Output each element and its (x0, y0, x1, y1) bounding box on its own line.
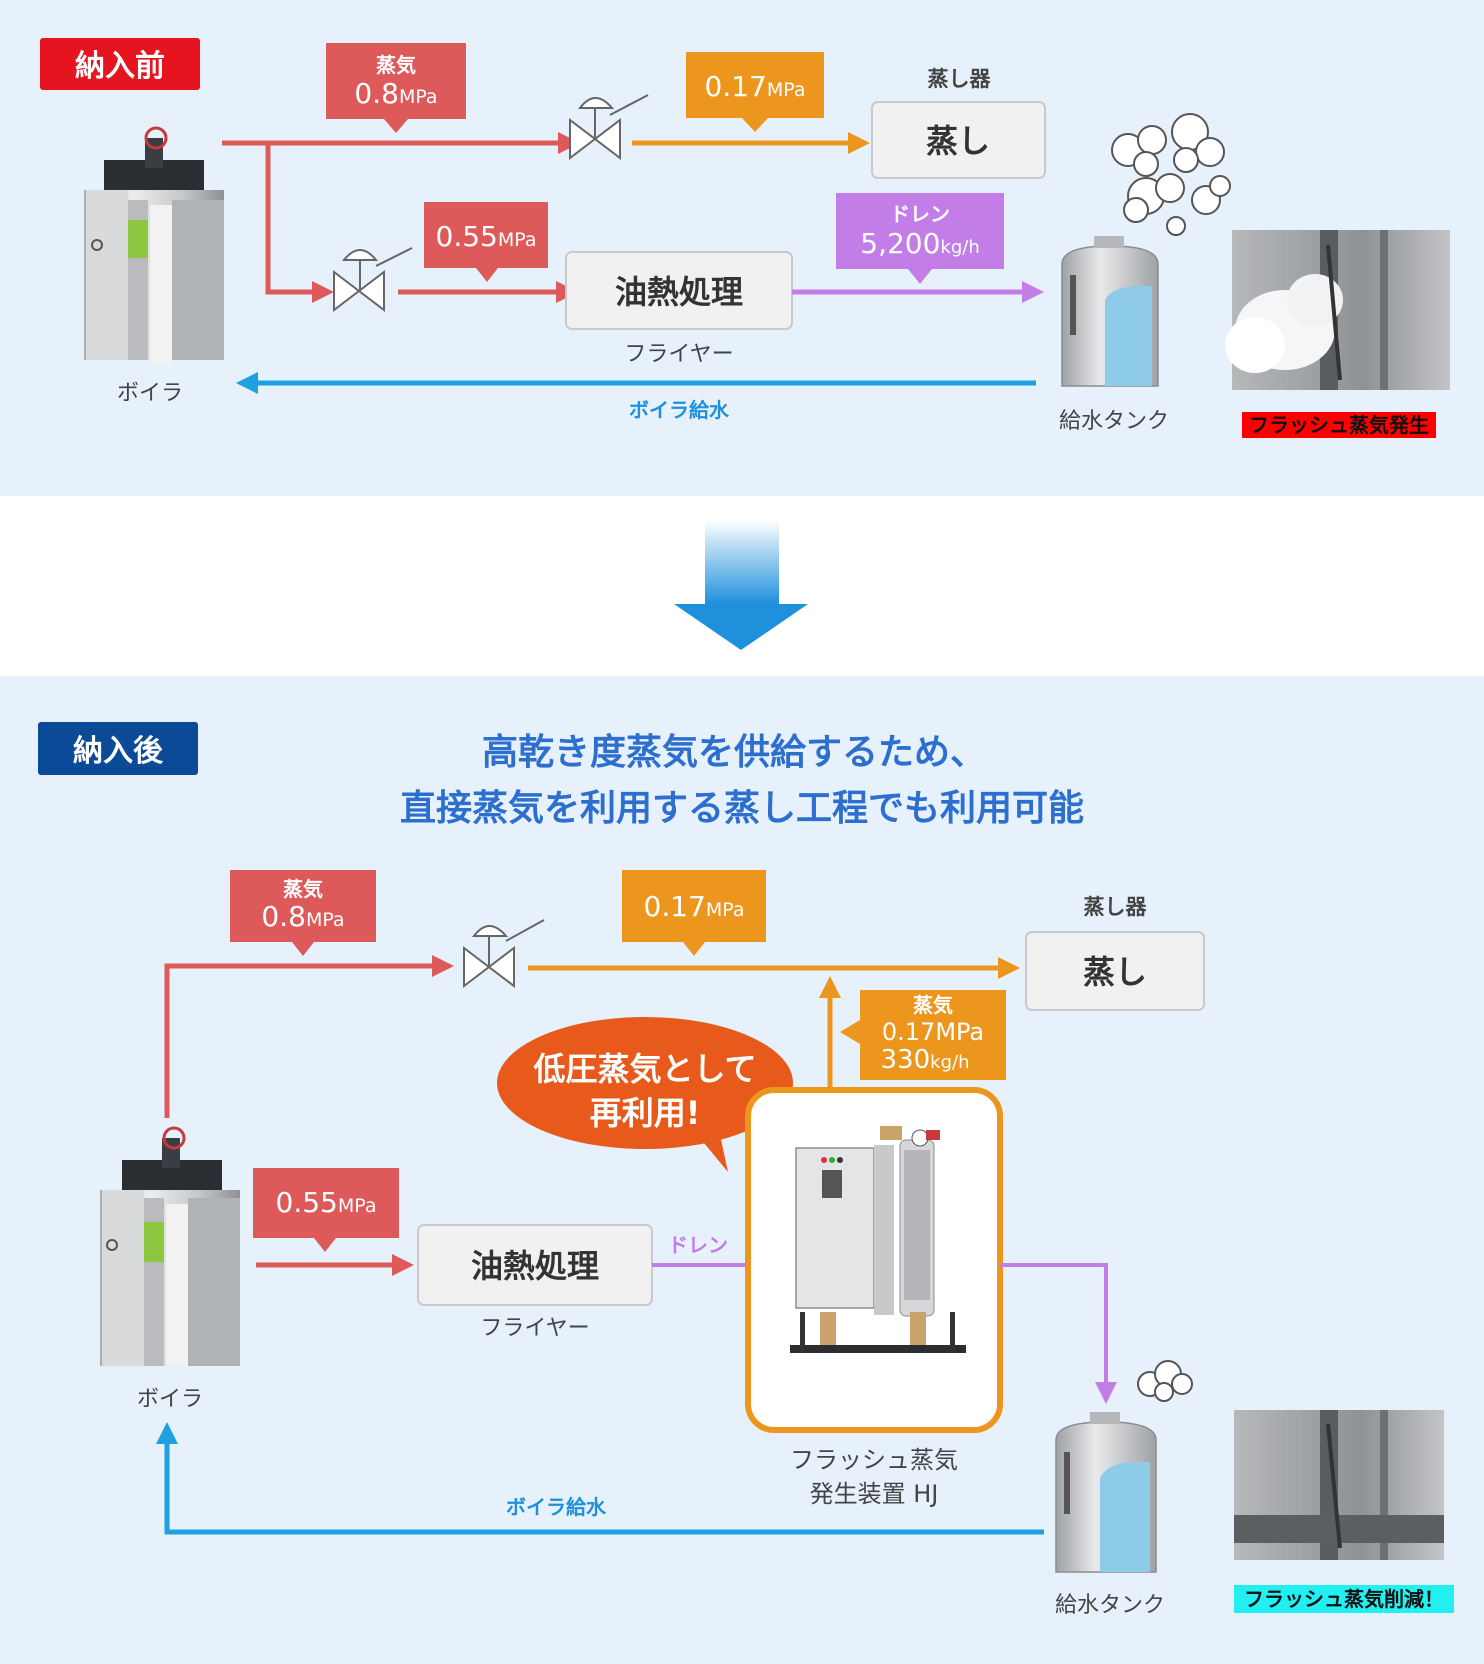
before-photo-caption-bg (1242, 412, 1436, 438)
control-valve-icon (333, 247, 413, 313)
before-badge-text: 納入前 (75, 49, 165, 84)
before-feedwater-label: ボイラ給水 (629, 398, 730, 422)
svg-text:5,200kg/h: 5,200kg/h (860, 227, 980, 260)
steam-cloud-icon (1111, 113, 1231, 236)
transition-arrow-shaft (705, 520, 779, 604)
after-steam-callout: 蒸気 0.8MPa (230, 870, 376, 956)
arrow-head (312, 281, 334, 303)
feedwater-tank-image (1055, 1412, 1157, 1573)
after-badge (38, 722, 198, 775)
boiler-image (100, 1126, 240, 1366)
flash-steam-photo (1225, 230, 1450, 390)
svg-text:0.17MPa: 0.17MPa (705, 70, 806, 103)
after-flash-steam-callout: 蒸気 0.17MPa 330kg/h (840, 990, 1006, 1080)
before-steamer-caption: 蒸し器 (928, 67, 992, 91)
arrow-head (392, 1254, 414, 1276)
after-steamer-box (1025, 931, 1205, 1011)
before-photo-caption: フラッシュ蒸気発生 (1249, 413, 1429, 437)
steam-cloud-icon (1137, 1360, 1193, 1402)
svg-text:0.17MPa: 0.17MPa (644, 890, 745, 923)
before-steam-callout: 蒸気 0.8MPa (326, 43, 466, 133)
before-badge (40, 38, 200, 90)
svg-text:再利用!: 再利用! (590, 1094, 701, 1132)
device-caption-1: フラッシュ蒸気 (790, 1446, 958, 1474)
svg-text:0.8MPa: 0.8MPa (354, 77, 437, 110)
before-fryer-text: 油熱処理 (615, 273, 743, 311)
before-tank-caption: 給水タンク (1059, 409, 1169, 434)
after-fryer-caption: フライヤー (480, 1316, 589, 1341)
valve-wheel-icon (144, 126, 168, 150)
after-boiler-caption: ボイラ (137, 1387, 203, 1412)
reduced-steam-photo (1234, 1410, 1444, 1560)
control-valve-icon (569, 94, 649, 161)
valve-wheel-icon (162, 1126, 186, 1150)
svg-text:0.17MPa: 0.17MPa (882, 1018, 984, 1046)
after-feedwater-line (164, 1444, 1044, 1535)
arrow-head (998, 957, 1020, 979)
after-055-callout: 0.55MPa (253, 1168, 399, 1252)
before-fryer-caption: フライヤー (624, 342, 733, 367)
after-photo-caption-bg (1234, 1585, 1454, 1613)
before-055-callout: 0.55MPa (424, 202, 548, 282)
svg-text:330kg/h: 330kg/h (881, 1045, 970, 1075)
after-drain-to-tank-line (1000, 1263, 1108, 1382)
after-drain-label: ドレン (668, 1233, 728, 1257)
arrow-head (1022, 281, 1044, 303)
after-fryer-text: 油熱処理 (471, 1247, 599, 1285)
svg-text:蒸気: 蒸気 (283, 877, 323, 901)
feedwater-tank-image (1061, 236, 1159, 387)
svg-text:0.8MPa: 0.8MPa (261, 900, 344, 933)
after-steamer-text: 蒸し (1083, 953, 1147, 991)
after-headline-2: 直接蒸気を利用する蒸し工程でも利用可能 (400, 788, 1084, 829)
boiler-image (84, 126, 224, 365)
arrow-head (432, 955, 454, 977)
transition-arrow-head (674, 604, 808, 650)
after-headline-1: 高乾き度蒸気を供給するため、 (482, 732, 986, 773)
svg-text:蒸気: 蒸気 (913, 993, 953, 1017)
reuse-speech-bubble: 低圧蒸気として 再利用! (497, 1017, 793, 1172)
before-017-callout: 0.17MPa (686, 52, 824, 132)
after-badge-text: 納入後 (73, 734, 164, 769)
flash-steam-generator-image (790, 1126, 966, 1353)
control-valve-icon (463, 919, 545, 989)
arrow-head (236, 372, 258, 394)
after-photo-caption: フラッシュ蒸気削減！ (1244, 1587, 1444, 1611)
after-017-callout: 0.17MPa (622, 870, 766, 956)
before-drain-callout: ドレン 5,200kg/h (836, 193, 1004, 284)
before-steamer-box (871, 101, 1046, 179)
after-steamer-caption: 蒸し器 (1084, 895, 1148, 919)
arrow-head (1095, 1382, 1117, 1404)
svg-text:ドレン: ドレン (890, 202, 950, 226)
after-feedwater-label: ボイラ給水 (506, 1495, 607, 1519)
svg-text:0.55MPa: 0.55MPa (436, 220, 537, 253)
svg-text:低圧蒸気として: 低圧蒸気として (533, 1050, 756, 1088)
before-steamer-text: 蒸し (926, 122, 990, 160)
svg-text:0.55MPa: 0.55MPa (276, 1186, 377, 1219)
after-steam-line (164, 963, 432, 1118)
before-steam-lines (222, 140, 558, 295)
after-tank-caption: 給水タンク (1055, 1593, 1165, 1618)
svg-text:蒸気: 蒸気 (376, 53, 416, 77)
arrow-head (156, 1422, 178, 1444)
arrow-head (819, 976, 841, 998)
arrow-head (848, 132, 870, 154)
before-boiler-caption: ボイラ (117, 381, 183, 406)
device-caption-2: 発生装置 HJ (810, 1480, 939, 1508)
